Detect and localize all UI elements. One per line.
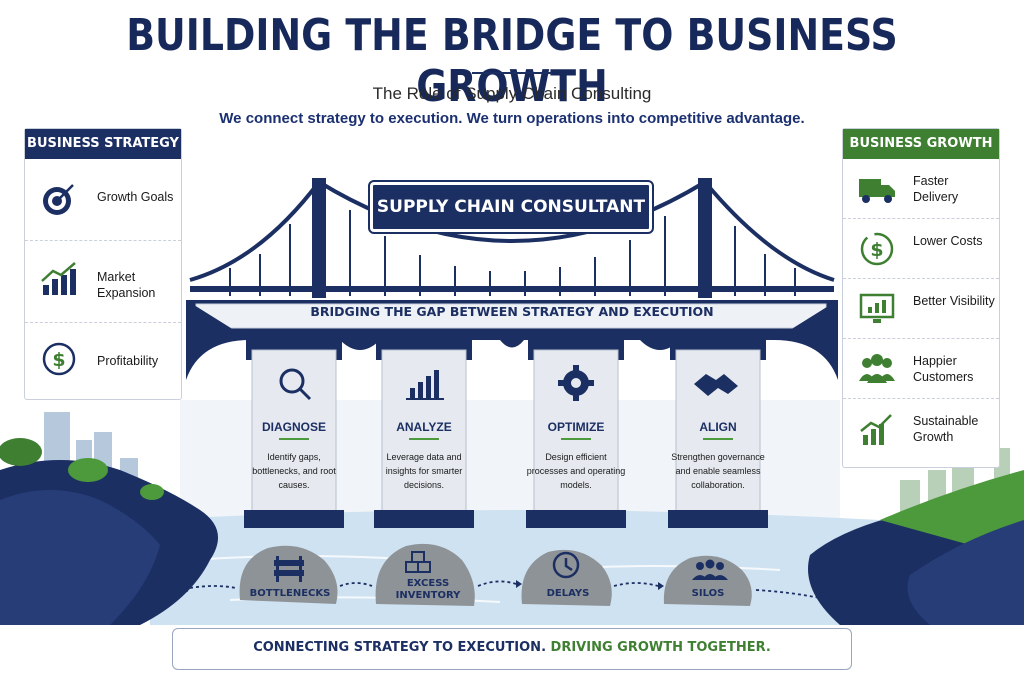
growth-item-label: Sustainable Growth [913,414,979,444]
boxes-icon [405,551,431,573]
barrier-icon [274,556,304,582]
pillar-text-align: Strengthen governance and enable seamles… [671,452,765,490]
gear-icon [558,365,594,401]
business-strategy-panel: BUSINESS STRATEGY Growth Goals Market Ex… [24,128,182,400]
dollar-icon: $ [42,342,76,376]
handshake-icon [694,374,738,396]
strategy-item-market-expansion: Market Expansion [25,241,181,323]
page-subtitle: The Role of Supply Chain Consulting [372,84,652,103]
pillar-title-diagnose: DIAGNOSE [261,420,326,434]
growth-item-sustainable-growth: Sustainable Growth [843,399,999,459]
rock-label-silos: SILOS [691,588,725,599]
pillar-title-align: ALIGN [699,420,737,434]
strategy-item-label: Profitability [97,354,159,368]
growth-item-label: Happier Customers [913,354,974,384]
growth-item-label: Lower Costs [913,234,983,248]
growth-item-faster-delivery: Faster Delivery [843,159,999,219]
growth-item-label: Better Visibility [913,294,995,308]
pillar-divider [561,438,591,440]
footer-banner [172,628,852,670]
pillar-title-optimize: OPTIMIZE [547,420,605,434]
monitor-icon [859,293,895,323]
strategy-item-profitability: $ Profitability [25,323,181,399]
footer-slogan-part1: CONNECTING STRATEGY TO EXECUTION. [253,640,547,655]
svg-text:$: $ [870,239,883,261]
pillar-text-diagnose: Identify gaps, bottlenecks, and root cau… [252,452,336,490]
supply-chain-consultant-banner: SUPPLY CHAIN CONSULTANT [368,180,654,234]
clock-icon [552,551,580,579]
growth-chart-icon [41,262,76,295]
growth-item-label: Faster Delivery [913,174,959,204]
svg-text:$: $ [52,349,65,371]
business-growth-heading: BUSINESS GROWTH [843,129,999,159]
pillar-text-optimize: Design efficient processes and operating… [526,452,626,490]
obstacle-rocks [239,543,752,606]
strategy-item-label: Growth Goals [97,190,174,204]
truck-icon [859,179,895,203]
growth-item-better-visibility: Better Visibility [843,279,999,339]
pillar-text-analyze: Leverage data and insights for smarter d… [385,452,463,490]
dollar-icon: $ [860,232,894,266]
page-tagline: We connect strategy to execution. We tur… [219,110,805,127]
growth-item-happier-customers: Happier Customers [843,339,999,399]
silo-people-icon [692,559,728,580]
page-title: BUILDING THE BRIDGE TO BUSINESS GROWTH [126,10,898,112]
people-icon [859,354,895,383]
business-growth-panel: BUSINESS GROWTH Faster Delivery $ Lower … [842,128,1000,468]
strategy-item-label: Market Expansion [97,270,156,300]
title-divider [472,72,552,74]
pillar-divider [703,438,733,440]
pillar-divider [279,438,309,440]
bridge-pillars [244,340,768,528]
footer-slogan: CONNECTING STRATEGY TO EXECUTION. DRIVIN… [0,640,1024,655]
rock-label-bottlenecks: BOTTLENECKS [249,588,331,599]
rock-label-delays: DELAYS [546,588,590,599]
bridge-deck-caption: BRIDGING THE GAP BETWEEN STRATEGY AND EX… [310,304,714,319]
magnifier-icon [279,368,312,401]
strategy-item-growth-goals: Growth Goals [25,159,181,241]
target-icon [43,184,74,215]
pillar-title-analyze: ANALYZE [396,420,452,434]
rock-label-excess-inventory: EXCESS INVENTORY [395,578,461,601]
growth-chart-icon [860,414,892,445]
bar-chart-icon [406,370,444,400]
business-strategy-heading: BUSINESS STRATEGY [25,129,181,159]
footer-slogan-part2: DRIVING GROWTH TOGETHER. [550,640,771,655]
growth-item-lower-costs: $ Lower Costs [843,219,999,279]
pillar-divider [409,438,439,440]
